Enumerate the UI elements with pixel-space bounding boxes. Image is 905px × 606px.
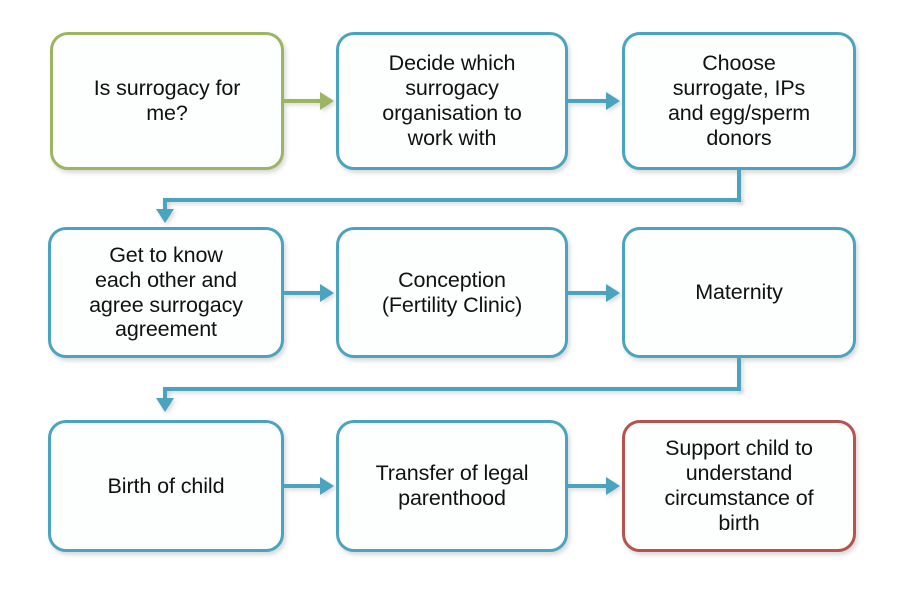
node-is-surrogacy-for-me[interactable]: Is surrogacy for me? — [50, 32, 284, 170]
edge-n5-n6-line — [568, 291, 608, 295]
edge-n3-n4-arrowhead — [156, 209, 174, 223]
edge-n5-n6-arrowhead — [606, 284, 620, 302]
node-label: Birth of child — [107, 473, 225, 498]
node-label: Maternity — [695, 280, 783, 305]
edge-n3-n4-horizontal — [163, 198, 741, 202]
node-choose-surrogate-ips-donors[interactable]: Choose surrogate, IPs and egg/sperm dono… — [622, 32, 856, 170]
node-label: Conception (Fertility Clinic) — [381, 267, 523, 317]
node-label: Decide which surrogacy organisation to w… — [382, 51, 522, 150]
node-support-child-understand-circumstance[interactable]: Support child to understand circumstance… — [622, 420, 856, 552]
node-transfer-of-legal-parenthood[interactable]: Transfer of legal parenthood — [336, 420, 568, 552]
node-label: Transfer of legal parenthood — [375, 461, 529, 510]
edge-n3-n4-vertical-drop — [737, 170, 741, 202]
node-birth-of-child[interactable]: Birth of child — [48, 420, 284, 552]
edge-n3-n4-vertical-enter — [163, 198, 167, 212]
node-label: Is surrogacy for me? — [93, 76, 241, 125]
edge-n1-n2-line — [284, 99, 322, 103]
edge-n8-n9-line — [568, 484, 608, 488]
node-decide-which-surrogacy-organisation[interactable]: Decide which surrogacy organisation to w… — [336, 32, 568, 170]
edge-n4-n5-arrowhead — [320, 284, 334, 302]
node-maternity[interactable]: Maternity — [622, 227, 856, 358]
edge-n6-n7-arrowhead — [156, 398, 174, 412]
edge-n2-n3-arrowhead — [606, 92, 620, 110]
edge-n4-n5-line — [284, 291, 322, 295]
node-label: Choose surrogate, IPs and egg/sperm dono… — [667, 51, 811, 150]
node-get-to-know-each-other[interactable]: Get to know each other and agree surroga… — [48, 227, 284, 358]
node-label: Get to know each other and agree surroga… — [89, 242, 243, 342]
node-conception-fertility-clinic[interactable]: Conception (Fertility Clinic) — [336, 227, 568, 358]
edge-n7-n8-arrowhead — [320, 477, 334, 495]
edge-n2-n3-line — [568, 99, 608, 103]
edge-n6-n7-vertical-drop — [737, 358, 741, 391]
edge-n6-n7-horizontal — [163, 387, 741, 391]
edge-n6-n7-vertical-enter — [163, 387, 167, 401]
edge-n7-n8-line — [284, 484, 322, 488]
node-label: Support child to understand circumstance… — [664, 436, 814, 535]
edge-n1-n2-arrowhead — [320, 92, 334, 110]
edge-n8-n9-arrowhead — [606, 477, 620, 495]
